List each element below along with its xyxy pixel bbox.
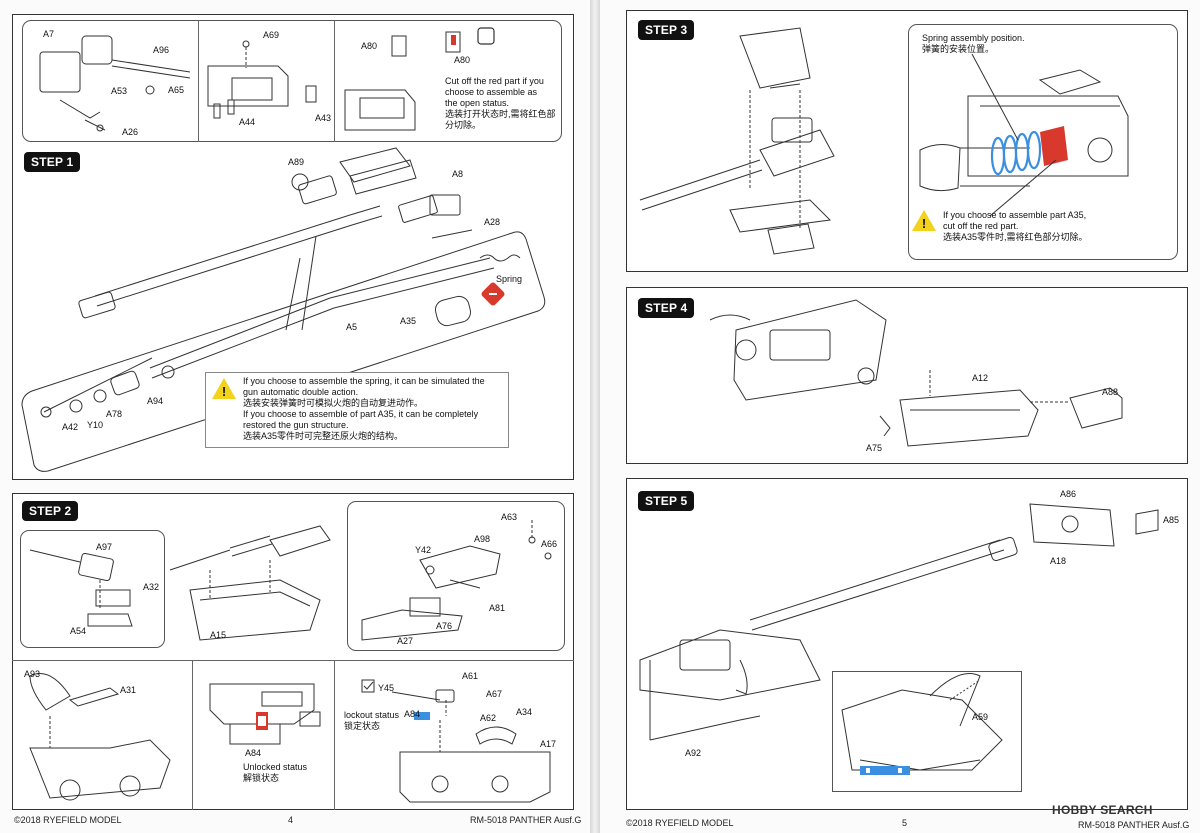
label-A12: A12 [972, 373, 989, 383]
step1-warning-text: If you choose to assemble the spring, it… [243, 376, 485, 441]
label-Y10: Y10 [87, 420, 104, 430]
label-A15: A15 [210, 630, 227, 640]
label-A94: A94 [147, 396, 164, 406]
step2-badge: STEP 2 [22, 501, 79, 521]
label-A93: A93 [24, 669, 41, 679]
step5-badge: STEP 5 [638, 491, 695, 511]
step2-subbox-right [347, 501, 565, 651]
label-A80: A80 [361, 41, 378, 51]
label-A97: A97 [96, 542, 113, 552]
label-A44: A44 [239, 117, 256, 127]
label-A92: A92 [685, 748, 702, 758]
label-A63: A63 [501, 512, 518, 522]
label-A75: A75 [866, 443, 883, 453]
lockout-status-text: lockout status 锁定状态 [344, 710, 400, 731]
watermark-logo: HOBBY SEARCH [1052, 803, 1153, 817]
cut-red-note: Cut off the red part if you choose to as… [445, 76, 556, 130]
label-A26: A26 [122, 127, 139, 137]
label-A67: A67 [486, 689, 503, 699]
step4-badge: STEP 4 [638, 298, 695, 318]
footer-copyright-right: ©2018 RYEFIELD MODEL [626, 818, 734, 828]
step3-warning-text: If you choose to assemble part A35, cut … [943, 210, 1088, 242]
label-spring: Spring [496, 274, 523, 284]
unlocked-status-text: Unlocked status 解锁状态 [243, 762, 308, 783]
label-A53: A53 [111, 86, 128, 96]
step1-drawing [21, 27, 546, 472]
label-A43: A43 [315, 113, 332, 123]
label-A5: A5 [346, 322, 358, 332]
label-A88: A88 [1102, 387, 1119, 397]
label-A66: A66 [541, 539, 558, 549]
label-A17: A17 [540, 739, 557, 749]
label-A84-lockout: A84 [404, 709, 421, 719]
step3-warning-icon [912, 210, 936, 231]
label-A18: A18 [1050, 556, 1067, 566]
label-A54: A54 [70, 626, 87, 636]
label-A65: A65 [168, 85, 185, 95]
label-Y45: Y45 [378, 683, 395, 693]
label-A81: A81 [489, 603, 506, 613]
step3-badge: STEP 3 [638, 20, 695, 40]
footer-product-right: RM-5018 PANTHER Ausf.G [1078, 820, 1190, 830]
label-A7: A7 [43, 29, 55, 39]
label-A69: A69 [263, 30, 280, 40]
footer-product: RM-5018 PANTHER Ausf.G [470, 815, 582, 825]
label-A61: A61 [462, 671, 479, 681]
footer-page-number: 4 [288, 815, 294, 825]
warning-icon [212, 378, 236, 399]
label-A89: A89 [288, 157, 305, 167]
step1-badge: STEP 1 [24, 152, 81, 172]
label-A85: A85 [1163, 515, 1180, 525]
footer-copyright: ©2018 RYEFIELD MODEL [14, 815, 122, 825]
label-A32: A32 [143, 582, 160, 592]
label-A31: A31 [120, 685, 137, 695]
step4-drawing [709, 299, 1123, 447]
label-A27: A27 [397, 636, 414, 646]
spring-position-callout: Spring assembly position. 弹簧的安装位置。 [922, 33, 1025, 54]
step2-subbox-left [20, 530, 165, 648]
label-Y42: Y42 [415, 545, 432, 555]
label-A28: A28 [484, 217, 501, 227]
footer-page-number-right: 5 [902, 818, 908, 828]
label-A86: A86 [1060, 489, 1077, 499]
label-A98: A98 [474, 534, 491, 544]
label-A8: A8 [452, 169, 464, 179]
step3-drawing [639, 27, 1129, 255]
label-A35: A35 [400, 316, 417, 326]
label-A34: A34 [516, 707, 533, 717]
label-A62: A62 [480, 713, 497, 723]
label-A59: A59 [972, 712, 989, 722]
label-A80b: A80 [454, 55, 471, 65]
label-A78: A78 [106, 409, 123, 419]
page-gutter [590, 0, 600, 833]
label-A42: A42 [62, 422, 79, 432]
page-5: STEP 3 [600, 0, 1200, 833]
page-4: STEP 1 [0, 0, 590, 833]
step1-warning-box [205, 372, 509, 448]
label-A96: A96 [153, 45, 170, 55]
step5-drawing [639, 503, 1159, 775]
step2-drawing [29, 520, 552, 803]
label-A76: A76 [436, 621, 453, 631]
label-A84-unlocked: A84 [245, 748, 262, 758]
